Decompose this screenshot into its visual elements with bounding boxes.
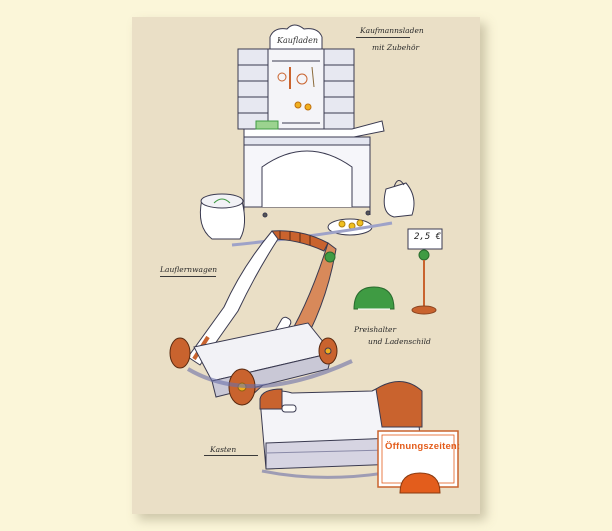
walker-sketch xyxy=(169,230,353,406)
label-underline xyxy=(204,455,258,456)
price-holder-sketch xyxy=(407,228,443,315)
box-sketch xyxy=(259,381,433,479)
label-kaufmannsladen: Kaufmannsladen xyxy=(360,26,424,35)
sketch-sheet: Kaufladen Kaufmannsladen mit Zubehör Lau… xyxy=(132,17,480,514)
label-lauflernwagen: Lauflernwagen xyxy=(160,265,218,274)
label-underline xyxy=(356,37,410,38)
label-preishalter: Preishalter xyxy=(354,325,397,334)
label-underline xyxy=(160,276,216,277)
opening-hours-sign xyxy=(377,430,459,494)
shop-stand-sketch xyxy=(199,24,415,247)
price-tag-text: 2,5 € xyxy=(414,232,442,242)
label-kasten: Kasten xyxy=(210,445,237,454)
toy-sketch-illustration xyxy=(169,24,459,494)
label-zubehoer: mit Zubehör xyxy=(372,43,420,52)
dome-sign-sketch xyxy=(353,286,395,310)
shop-sign-text: Kaufladen xyxy=(277,36,319,45)
opening-hours-title: Öffnungszeiten: xyxy=(385,441,461,452)
label-ladenschild: und Ladenschild xyxy=(368,337,431,346)
